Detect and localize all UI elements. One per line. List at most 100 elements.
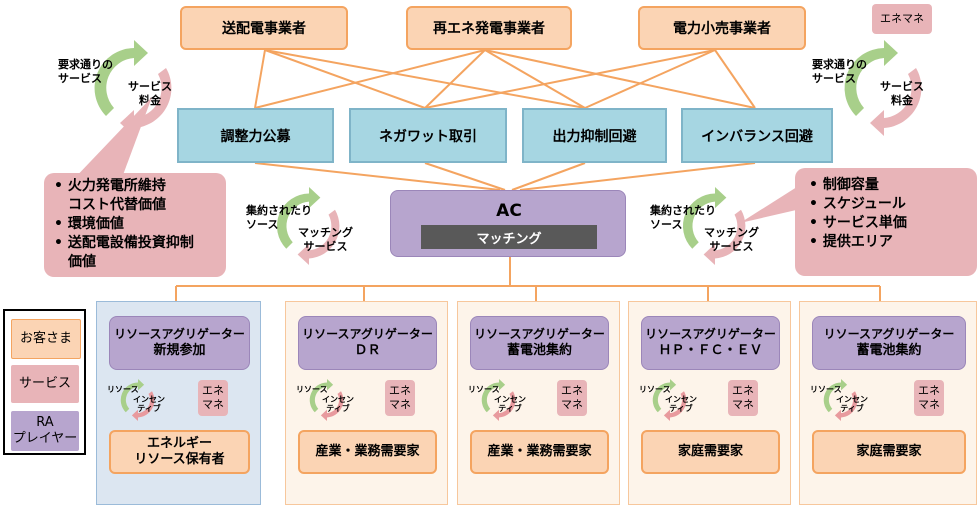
ra-title: リソースアグリゲーター bbox=[302, 327, 433, 342]
customer-box: 産業・業務需要家 bbox=[470, 430, 609, 474]
callout-pointer bbox=[70, 97, 152, 183]
customer-box: 家庭需要家 bbox=[812, 430, 966, 474]
enemane-label: エネ マネ bbox=[561, 384, 583, 411]
cycle-small-left-label: リソース bbox=[639, 385, 671, 394]
legend-ra-player: RA プレイヤー bbox=[11, 411, 79, 451]
cycle-small-right-label: インセン ティブ bbox=[133, 395, 165, 413]
legend: お客さま サービス RA プレイヤー bbox=[3, 309, 86, 455]
ra-sub: 蓄電池集約 bbox=[506, 343, 572, 359]
enemane-badge: エネ マネ bbox=[385, 380, 415, 416]
entity-label: 再エネ発電事業者 bbox=[433, 21, 545, 37]
ac-box: AC マッチング bbox=[390, 190, 626, 257]
cycle-small-right-label: インセン ティブ bbox=[836, 395, 868, 413]
ra-box: リソースアグリゲーター 新規参加 bbox=[109, 316, 250, 370]
value-item: コスト代替価値 bbox=[68, 196, 166, 213]
ra-sub: 蓄電池集約 bbox=[856, 343, 922, 359]
entity-label: 電力小売事業者 bbox=[673, 21, 771, 37]
service-label: インバランス回避 bbox=[701, 128, 813, 145]
cycle-top-right-label: サービス 料金 bbox=[880, 80, 924, 107]
spec-list: 制御容量スケジュールサービス単価提供エリア bbox=[809, 176, 967, 252]
customer-label: 家庭需要家 bbox=[856, 443, 922, 459]
cycle-small-right-label: インセン ティブ bbox=[665, 395, 697, 413]
cycle-arrow-icon bbox=[276, 187, 340, 265]
cycle-small-right-label: インセン ティブ bbox=[494, 395, 526, 413]
ra-sub: ＨＰ・ＦＣ・ＥＶ bbox=[658, 343, 763, 359]
ra-column: リソースアグリゲーター ＨＰ・ＦＣ・ＥＶ リソース インセン ティブ エネ マネ… bbox=[628, 301, 791, 505]
enemane-label: エネ マネ bbox=[389, 384, 411, 411]
customer-box: エネルギー リソース保有者 bbox=[109, 430, 250, 474]
customer-box: 家庭需要家 bbox=[641, 430, 780, 474]
enemane-label: エネ マネ bbox=[918, 384, 940, 411]
ra-box: リソースアグリゲーター ＨＰ・ＦＣ・ＥＶ bbox=[641, 316, 780, 370]
cycle-mid-left-label: 集約されたり ソース bbox=[246, 204, 312, 231]
customer-label: 産業・業務需要家 bbox=[487, 443, 592, 459]
enemane-badge: エネ マネ bbox=[914, 380, 944, 416]
customer-box: 産業・業務需要家 bbox=[298, 430, 437, 474]
ra-title: リソースアグリゲーター bbox=[823, 327, 955, 342]
value-item: 火力発電所維持 bbox=[54, 177, 216, 196]
ra-column: リソースアグリゲーター 新規参加 リソース インセン ティブ エネ マネ エネル… bbox=[96, 301, 261, 505]
service-negawatt: ネガワット取引 bbox=[349, 108, 507, 163]
value-item: 価値 bbox=[68, 253, 96, 270]
enemane-badge: エネ マネ bbox=[557, 380, 587, 416]
cycle-small-left-label: リソース bbox=[107, 385, 139, 394]
entity-retailer: 電力小売事業者 bbox=[638, 6, 806, 50]
cycle-small-left-label: リソース bbox=[810, 385, 842, 394]
cycle-arrow-icon bbox=[844, 40, 922, 136]
ra-box: リソースアグリゲーター 蓄電池集約 bbox=[470, 316, 609, 370]
cycle-small-right-label: インセン ティブ bbox=[322, 395, 354, 413]
incentive-cycle-icon bbox=[481, 379, 516, 421]
service-label: 出力抑制回避 bbox=[552, 128, 637, 145]
enemane-badge: エネ マネ bbox=[728, 380, 758, 416]
enemane-label: エネ マネ bbox=[202, 384, 224, 411]
ra-sub: ＤＲ bbox=[354, 343, 381, 359]
incentive-cycle-icon bbox=[823, 379, 858, 421]
ra-box: リソースアグリゲーター ＤＲ bbox=[298, 316, 437, 370]
service-label: 調整力公募 bbox=[220, 128, 291, 145]
spec-item: スケジュール bbox=[809, 195, 967, 214]
ra-box: リソースアグリゲーター 蓄電池集約 bbox=[812, 316, 966, 370]
ra-column: リソースアグリゲーター 蓄電池集約 リソース インセン ティブ エネ マネ 産業… bbox=[457, 301, 620, 505]
incentive-cycle-icon bbox=[120, 379, 155, 421]
cycle-small-left-label: リソース bbox=[468, 385, 500, 394]
value-item: 送配電設備投資抑制 bbox=[54, 234, 216, 253]
ra-column: リソースアグリゲーター ＤＲ リソース インセン ティブ エネ マネ 産業・業務… bbox=[285, 301, 448, 505]
ra-title: リソースアグリゲーター bbox=[645, 327, 776, 342]
cycle-small-left-label: リソース bbox=[296, 385, 328, 394]
spec-item: 提供エリア bbox=[809, 233, 967, 252]
legend-customer: お客さま bbox=[11, 319, 81, 359]
service-balancing: 調整力公募 bbox=[177, 108, 334, 163]
ac-title: AC bbox=[496, 201, 522, 221]
spec-callout: 制御容量スケジュールサービス単価提供エリア bbox=[795, 168, 977, 276]
customer-label: エネルギー リソース保有者 bbox=[134, 435, 225, 467]
ra-title: リソースアグリゲーター bbox=[474, 327, 605, 342]
service-label: ネガワット取引 bbox=[379, 128, 477, 145]
incentive-cycle-icon bbox=[309, 379, 344, 421]
ac-matching: マッチング bbox=[421, 225, 597, 249]
incentive-cycle-icon bbox=[652, 379, 687, 421]
entity-tso: 送配電事業者 bbox=[180, 6, 348, 50]
value-item: 環境価値 bbox=[54, 215, 216, 234]
cycle-arrow-icon bbox=[682, 187, 746, 265]
customer-label: 産業・業務需要家 bbox=[315, 443, 420, 459]
cycle-top-left-label: 要求通りの サービス bbox=[58, 58, 113, 85]
ra-column: リソースアグリゲーター 蓄電池集約 リソース インセン ティブ エネ マネ 家庭… bbox=[799, 301, 977, 505]
entity-renewable: 再エネ発電事業者 bbox=[406, 6, 572, 50]
customer-label: 家庭需要家 bbox=[677, 443, 743, 459]
value-list: 火力発電所維持コスト代替価値環境価値送配電設備投資抑制価値 bbox=[54, 177, 216, 271]
service-curtailment: 出力抑制回避 bbox=[522, 108, 667, 163]
spec-item: サービス単価 bbox=[809, 214, 967, 233]
cycle-mid-right-label: マッチング サービス bbox=[298, 226, 353, 253]
ra-sub: 新規参加 bbox=[153, 343, 206, 359]
enemane-badge: エネ マネ bbox=[198, 380, 228, 416]
cycle-mid-left-label: 集約されたり ソース bbox=[650, 204, 716, 231]
enemane-label: エネ マネ bbox=[732, 384, 754, 411]
ra-title: リソースアグリゲーター bbox=[114, 327, 245, 342]
value-callout: 火力発電所維持コスト代替価値環境価値送配電設備投資抑制価値 bbox=[44, 173, 226, 277]
enemane-badge-top: エネマネ bbox=[872, 4, 932, 34]
spec-item: 制御容量 bbox=[809, 176, 967, 195]
cycle-top-left-label: 要求通りの サービス bbox=[812, 58, 867, 85]
cycle-mid-right-label: マッチング サービス bbox=[704, 226, 759, 253]
entity-label: 送配電事業者 bbox=[222, 21, 306, 37]
